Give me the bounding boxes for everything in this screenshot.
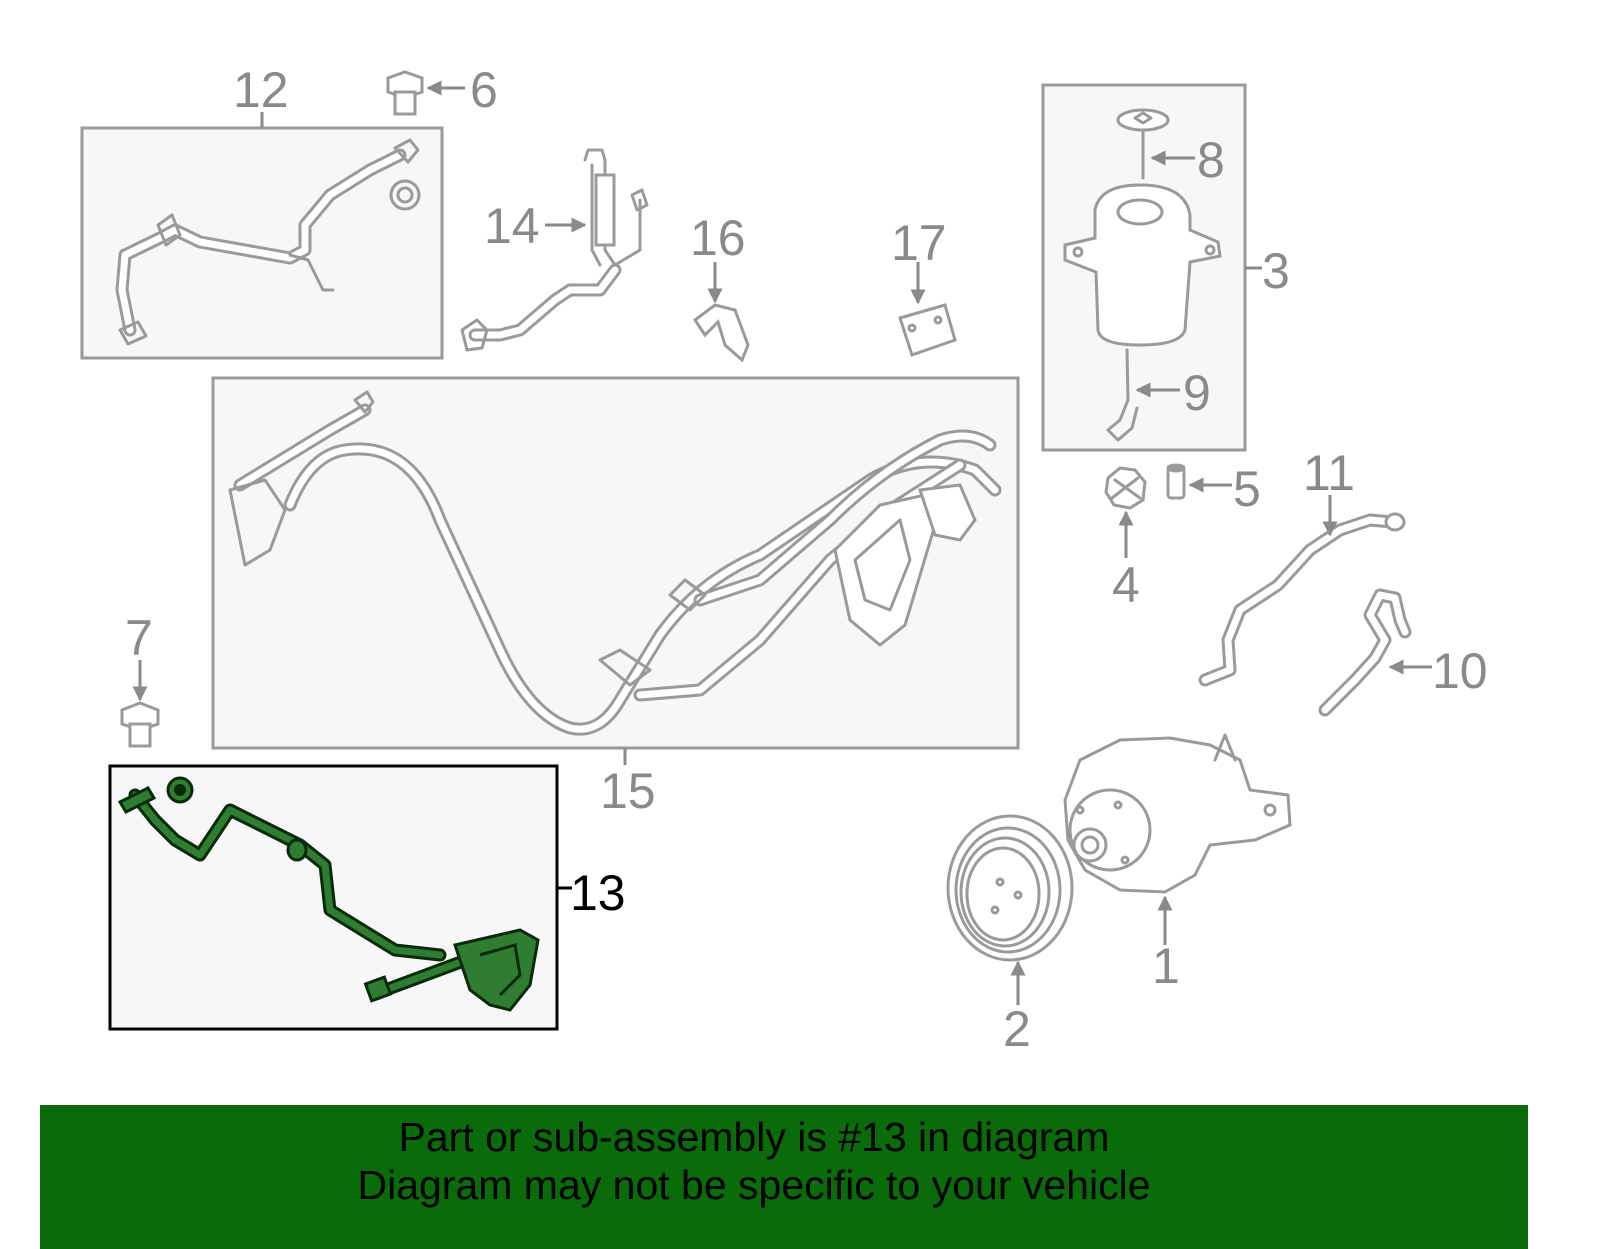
callout-16: 16 [690,210,746,266]
part-13-group[interactable] [108,764,572,1031]
callout-15: 15 [600,763,656,819]
callout-3: 3 [1262,243,1290,299]
part-11-hose[interactable] [1198,495,1406,687]
callout-14: 14 [484,198,540,254]
callout-5: 5 [1233,461,1261,517]
part-1-pump[interactable] [1063,733,1292,945]
part-12-group[interactable] [80,112,444,360]
info-banner: Part or sub-assembly is #13 in diagram D… [40,1105,1528,1249]
callout-8: 8 [1197,132,1225,188]
part-2-pulley[interactable] [946,814,1074,1005]
part-5-sleeve[interactable] [1166,463,1232,500]
part-6-bolt[interactable] [386,70,465,116]
part-16-bracket[interactable] [692,262,750,363]
part-15-group[interactable] [211,376,1020,765]
part-10-hose[interactable] [1318,588,1432,717]
callout-17: 17 [891,215,947,271]
banner-line-2: Diagram may not be specific to your vehi… [357,1162,1151,1208]
part-7-bolt[interactable] [120,660,160,748]
callout-9: 9 [1183,365,1211,421]
callout-2: 2 [1003,1001,1031,1057]
part-17-plate[interactable] [898,262,957,357]
callout-12: 12 [233,62,289,118]
callout-11: 11 [1303,445,1355,501]
callout-4: 4 [1112,557,1140,613]
callout-7: 7 [125,610,153,666]
callout-13: 13 [570,865,626,921]
callout-1: 1 [1152,938,1180,994]
callout-6: 6 [470,62,498,118]
part-4-fitting[interactable] [1104,466,1147,558]
part-14-hose[interactable] [460,148,649,352]
banner-line-1: Part or sub-assembly is #13 in diagram [398,1114,1110,1160]
part-3-group[interactable] [1041,83,1262,452]
callout-10: 10 [1432,643,1488,699]
